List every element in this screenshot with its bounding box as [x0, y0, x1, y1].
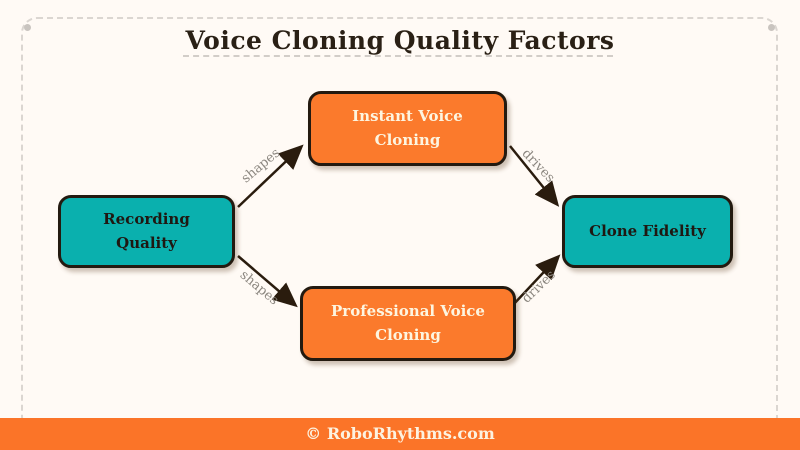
title-dashed-underline: [183, 55, 613, 57]
node-professional-voice-cloning-label: Professional Voice Cloning: [331, 302, 485, 344]
node-recording-quality: Recording Quality: [58, 195, 235, 268]
arrow-professional-to-clone: [511, 254, 561, 307]
node-instant-voice-cloning-label: Instant Voice Cloning: [352, 107, 463, 149]
arrow-recording-to-instant: [237, 144, 304, 208]
arrow-recording-to-professional: [237, 255, 298, 308]
arrow-instant-to-clone: [509, 145, 560, 207]
node-recording-quality-label: Recording Quality: [103, 210, 190, 252]
node-clone-fidelity: Clone Fidelity: [562, 195, 733, 268]
node-instant-voice-cloning: Instant Voice Cloning: [308, 91, 507, 166]
page-title: Voice Cloning Quality Factors: [185, 26, 615, 55]
node-professional-voice-cloning: Professional Voice Cloning: [300, 286, 516, 361]
footer-credit: © RoboRhythms.com: [0, 418, 800, 450]
corner-dot-top-right: [768, 24, 775, 31]
corner-dot-top-left: [24, 24, 31, 31]
node-clone-fidelity-label: Clone Fidelity: [589, 221, 706, 240]
